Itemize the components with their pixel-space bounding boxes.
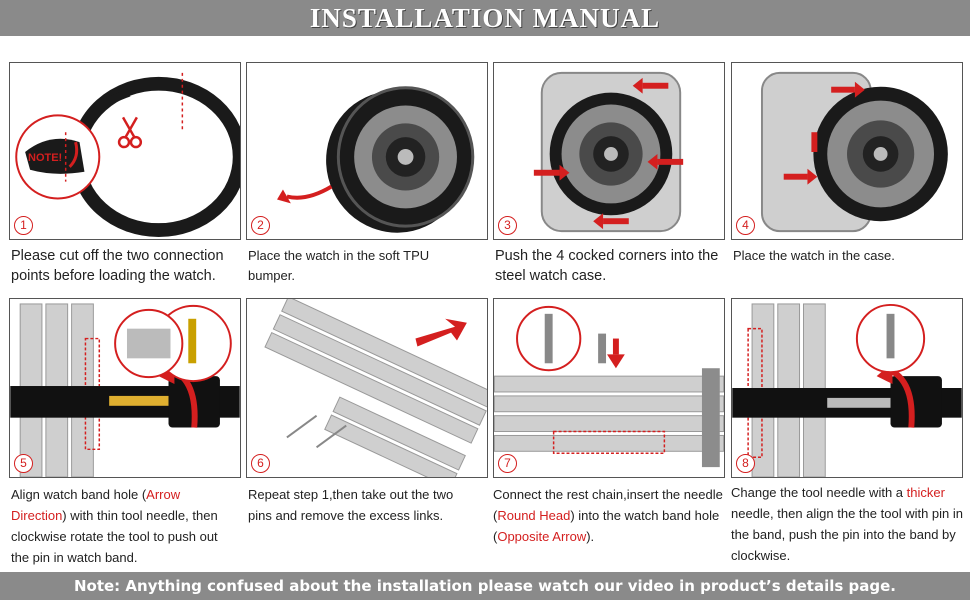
step-8-caption: Change the tool needle with a thicker ne…	[731, 482, 963, 566]
step-1-image: NOTE! 1	[9, 62, 241, 240]
step-7-caption-text: Connect the rest chain,insert the needle…	[493, 487, 723, 523]
step-3-caption: Push the 4 cocked corners into the steel…	[495, 248, 719, 284]
step-7-caption-text-mid: ) into the watch band hole (	[493, 508, 720, 544]
step-3-image: 3	[493, 62, 725, 240]
step-5-caption-text: Align watch band hole (	[11, 487, 147, 502]
footer-note: Note: Anything confused about the instal…	[73, 577, 897, 595]
step-6-caption: Repeat step 1,then take out the two pins…	[248, 487, 454, 523]
page-title: INSTALLATION MANUAL	[309, 3, 661, 33]
step-7-number: 7	[498, 454, 517, 473]
step-5-caption-highlight: Arrow Direction	[11, 487, 181, 523]
step-2-number: 2	[251, 216, 270, 235]
step-4-image: 4	[731, 62, 963, 240]
step-2-caption: Place the watch in the soft TPU bumper.	[248, 248, 430, 283]
step-6-image: 6	[246, 298, 488, 478]
step-5-number: 5	[14, 454, 33, 473]
note-label: NOTE!	[28, 152, 63, 164]
step-3-number: 3	[498, 216, 517, 235]
step-7-image: 7	[493, 298, 725, 478]
step-8-caption-text-end: needle, then align the the tool with pin…	[731, 506, 964, 563]
step-6-number: 6	[251, 454, 270, 473]
step-4-number: 4	[736, 216, 755, 235]
step-7-caption: Connect the rest chain,insert the needle…	[493, 484, 725, 547]
step-7-caption-highlight-2: Opposite Arrow	[497, 529, 587, 544]
step-8-caption-highlight: thicker	[906, 485, 945, 500]
step-8-image: 8	[731, 298, 963, 478]
step-5-image: 5	[9, 298, 241, 478]
step-5-caption-text-end: ) with thin tool needle, then clockwise …	[11, 508, 218, 565]
step-8-caption-text: Change the tool needle with a	[731, 485, 907, 500]
header-banner	[0, 0, 970, 36]
step-8-number: 8	[736, 454, 755, 473]
step-1-caption: Please cut off the two connection points…	[11, 248, 224, 284]
step-5-caption: Align watch band hole (Arrow Direction) …	[11, 484, 239, 568]
footer-banner	[0, 572, 970, 600]
step-4-caption: Place the watch in the case.	[733, 248, 895, 263]
step-7-caption-text-end: ).	[586, 529, 595, 544]
step-2-image: 2	[246, 62, 488, 240]
step-7-caption-highlight-1: Round Head	[497, 508, 571, 523]
step-1-number: 1	[14, 216, 33, 235]
